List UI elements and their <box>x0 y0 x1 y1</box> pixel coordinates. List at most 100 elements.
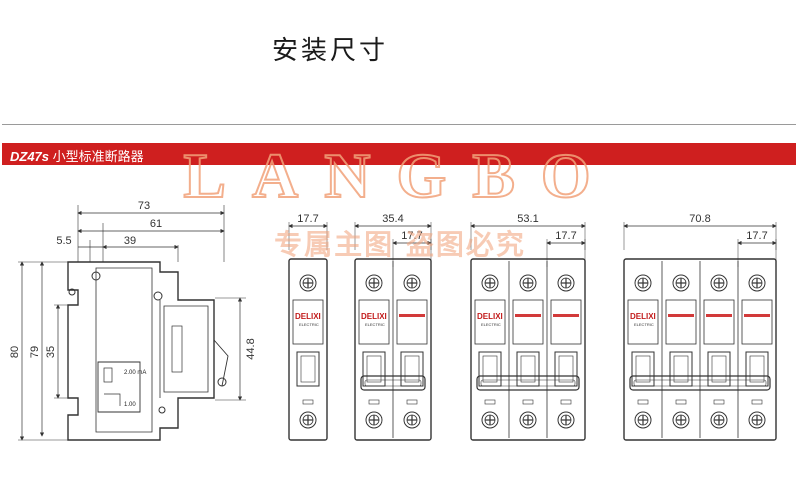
terminal-screw <box>672 411 690 429</box>
handle-tie-bar-inner <box>480 379 576 387</box>
terminal-screw <box>403 411 421 429</box>
terminal-screw <box>519 411 537 429</box>
toggle-handle <box>554 351 578 387</box>
brand-sub: ELECTRIC <box>634 322 654 327</box>
toggle-inner <box>749 355 765 383</box>
dim-h-window: 44.8 <box>245 338 257 359</box>
toggle-handle <box>631 351 655 387</box>
dim-h-rail: 35 <box>45 346 57 358</box>
brand-logo: DELIXI <box>630 312 656 321</box>
label-panel <box>358 299 390 345</box>
test-slot <box>675 399 687 405</box>
label-panel <box>396 299 428 345</box>
terminal-screw <box>672 274 690 292</box>
dim-width-3p-text: 53.1 <box>517 213 538 225</box>
side-mark-label: 1.00 <box>124 402 136 408</box>
toggle-inner <box>711 355 727 383</box>
test-slot <box>368 399 380 405</box>
toggle-handle <box>362 351 386 387</box>
accent-bar <box>744 314 770 317</box>
dim-pole-4p-text: 17.7 <box>746 230 767 242</box>
model-number: DZ47s <box>10 149 50 164</box>
terminal-screw <box>519 274 537 292</box>
product-band: DZ47s 小型标准断路器 <box>2 143 796 165</box>
terminal-screw <box>365 274 383 292</box>
handle-tie-bar <box>360 375 426 391</box>
toggle-inner <box>482 355 498 383</box>
dim-pole-2p-text: 17.7 <box>401 230 422 242</box>
dim-width-4p-text: 70.8 <box>689 213 710 225</box>
breaker-body <box>470 258 586 441</box>
terminal-screw <box>403 274 421 292</box>
dim-width-rail: 39 <box>124 235 136 247</box>
terminal-screw <box>299 274 317 292</box>
toggle-inner <box>366 355 382 383</box>
side-rating-label: 2.00 mA <box>124 370 146 376</box>
handle-tie-bar-inner <box>633 379 767 387</box>
toggle-handle <box>296 351 320 387</box>
brand-sub: ELECTRIC <box>481 322 501 327</box>
accent-bar <box>553 314 579 317</box>
toggle-inner <box>520 355 536 383</box>
label-panel <box>550 299 582 345</box>
test-slot <box>560 399 572 405</box>
toggle-inner <box>558 355 574 383</box>
brand-logo: DELIXI <box>295 312 321 321</box>
brand-sub: ELECTRIC <box>365 322 385 327</box>
terminal-screw <box>557 274 575 292</box>
toggle-handle <box>745 351 769 387</box>
side-view <box>18 205 246 441</box>
breaker-body <box>288 258 328 441</box>
front-views: 17.7DELIXIELECTRIC35.417.7DELIXIELECTRIC… <box>288 213 777 441</box>
brand-logo: DELIXI <box>477 312 503 321</box>
handle-tie-bar-inner <box>364 379 422 387</box>
terminal-screw <box>481 411 499 429</box>
handle-tie-bar <box>629 375 771 391</box>
test-slot <box>406 399 418 405</box>
dim-width-1p-text: 17.7 <box>297 213 318 225</box>
brand-sub: ELECTRIC <box>299 322 319 327</box>
label-panel <box>703 299 735 345</box>
toggle-inner <box>300 355 316 383</box>
toggle-inner <box>673 355 689 383</box>
dim-h-total: 80 <box>9 346 21 358</box>
test-slot <box>522 399 534 405</box>
toggle-handle <box>400 351 424 387</box>
test-slot <box>484 399 496 405</box>
accent-bar <box>399 314 425 317</box>
toggle-handle <box>669 351 693 387</box>
test-slot <box>302 399 314 405</box>
label-panel <box>474 299 506 345</box>
accent-bar <box>515 314 541 317</box>
label-panel <box>627 299 659 345</box>
accent-bar <box>668 314 694 317</box>
terminal-screw <box>557 411 575 429</box>
dim-pole-3p-text: 17.7 <box>555 230 576 242</box>
divider-line <box>2 124 796 125</box>
dim-width-mid: 61 <box>150 218 162 230</box>
label-panel <box>741 299 773 345</box>
test-slot <box>751 399 763 405</box>
toggle-inner <box>635 355 651 383</box>
brand-logo: DELIXI <box>361 312 387 321</box>
breaker-body <box>623 258 777 441</box>
label-panel <box>292 299 324 345</box>
terminal-screw <box>710 411 728 429</box>
test-slot <box>637 399 649 405</box>
label-panel <box>512 299 544 345</box>
product-name: 小型标准断路器 <box>52 149 144 164</box>
terminal-screw <box>365 411 383 429</box>
toggle-handle <box>707 351 731 387</box>
toggle-inner <box>404 355 420 383</box>
accent-bar <box>706 314 732 317</box>
terminal-screw <box>299 411 317 429</box>
terminal-screw <box>634 411 652 429</box>
terminal-screw <box>481 274 499 292</box>
dim-width-total: 73 <box>138 200 150 212</box>
page-title: 安装尺寸 <box>271 36 388 66</box>
